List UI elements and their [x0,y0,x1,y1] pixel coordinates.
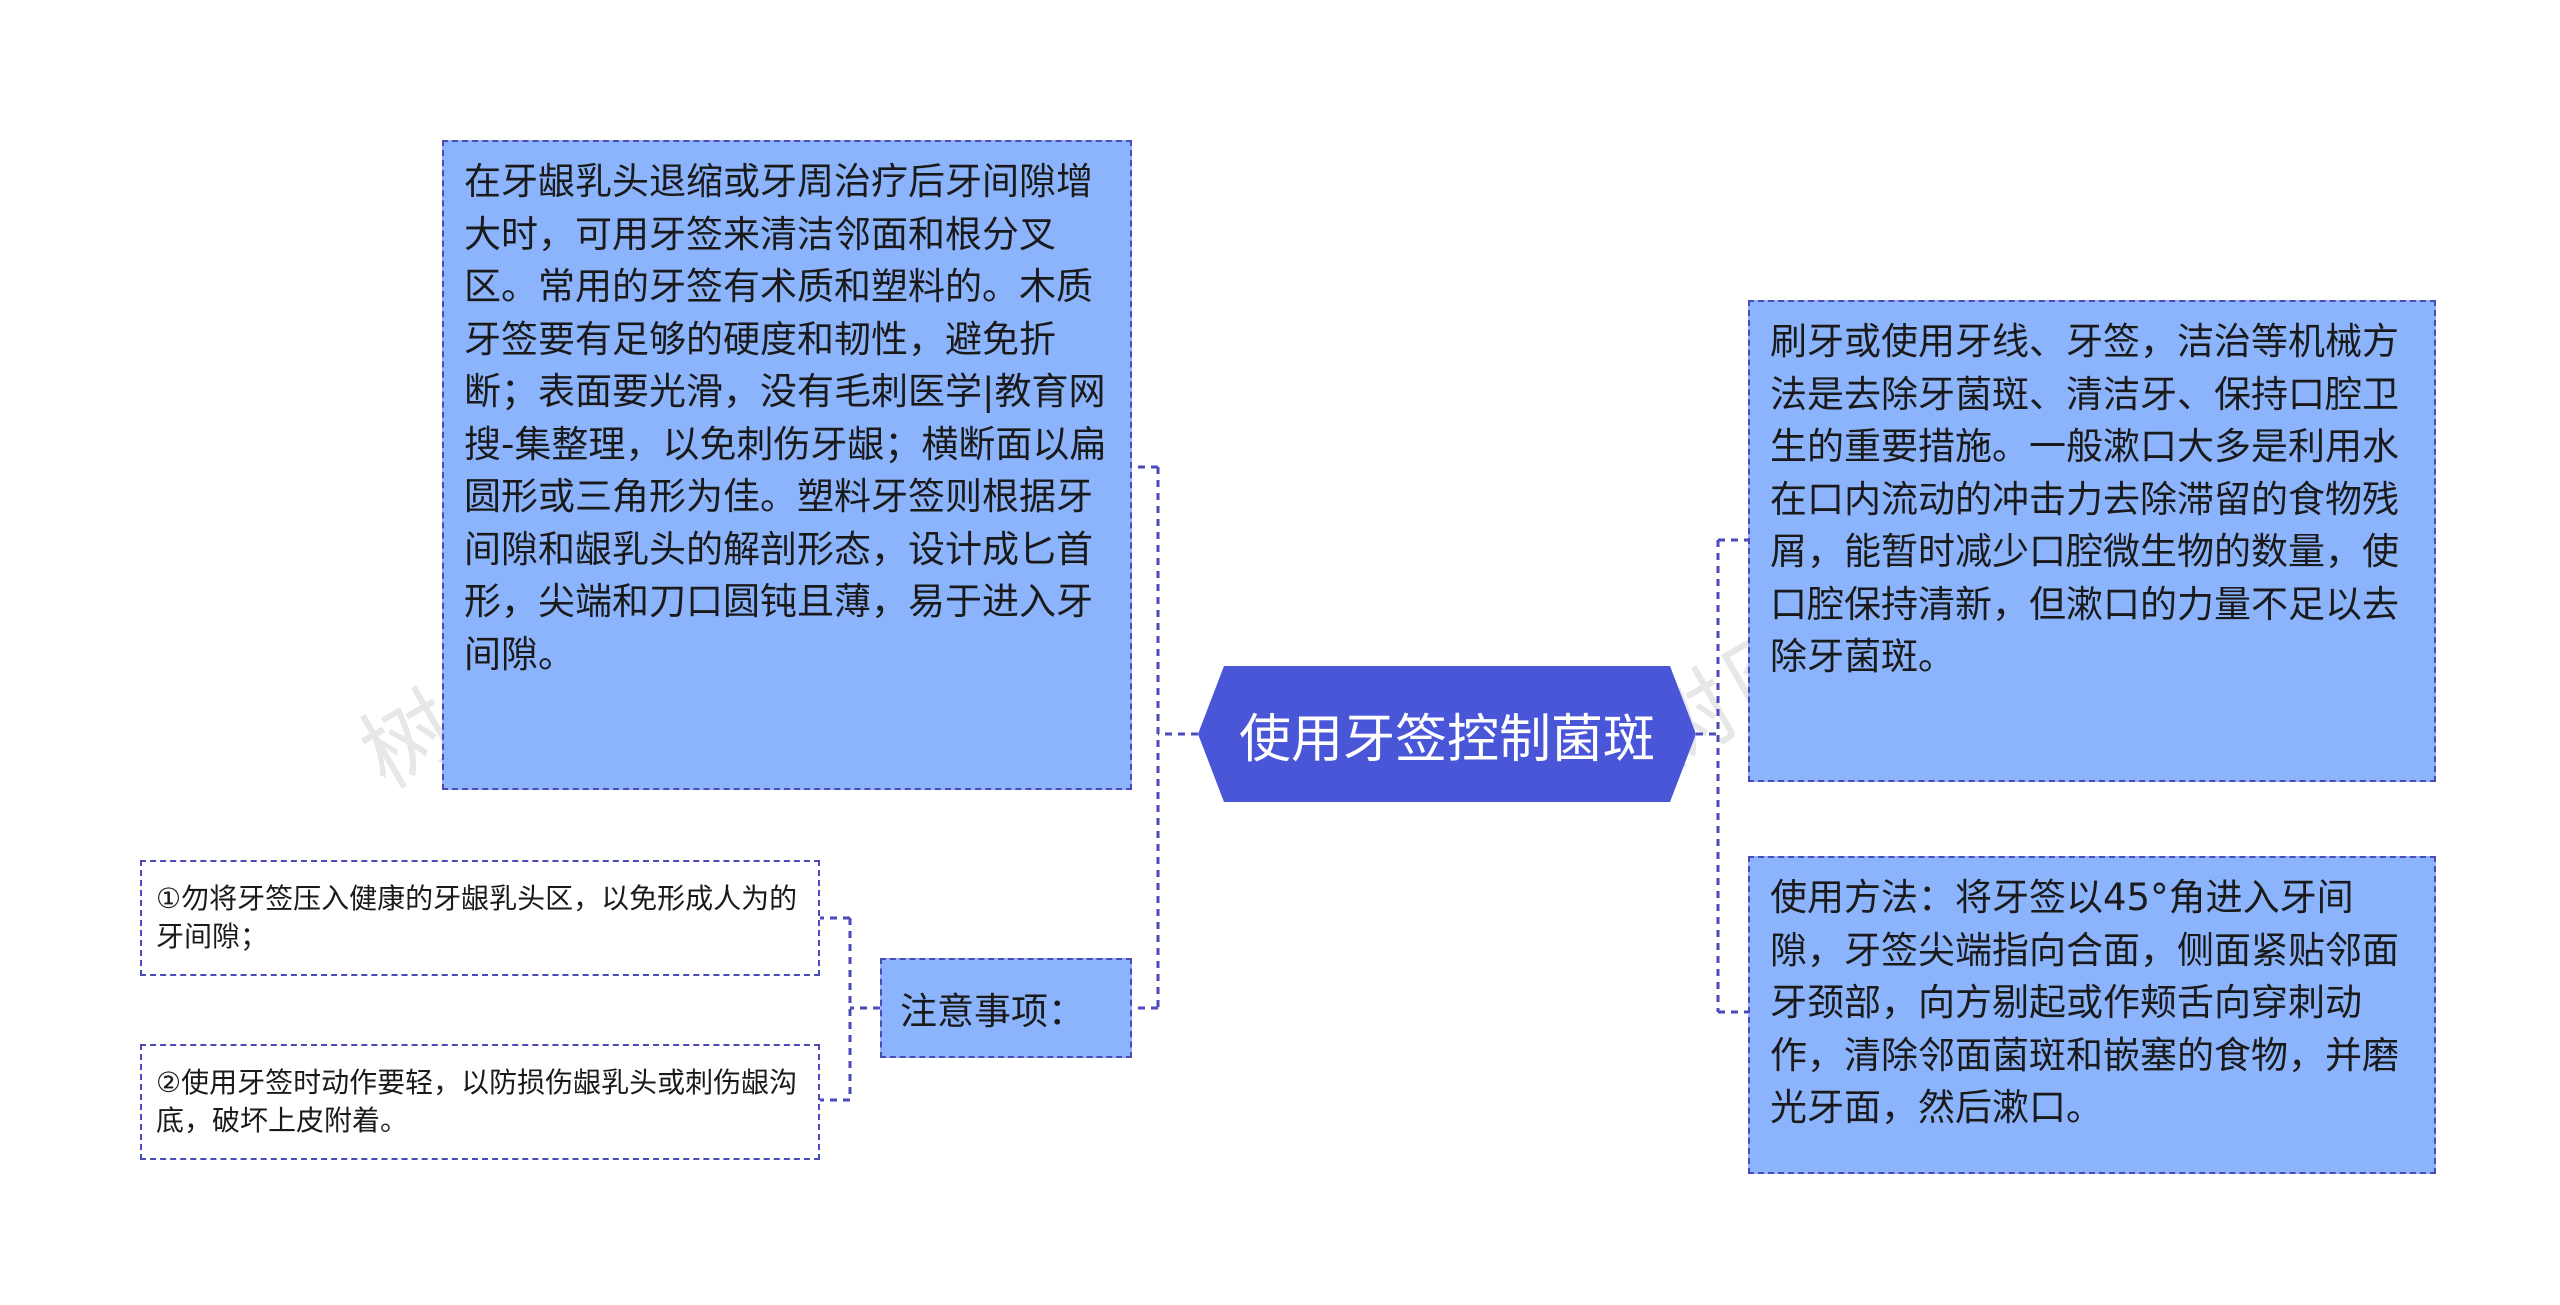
central-topic-text: 使用牙签控制菌斑 [1238,709,1655,770]
node-note-2-text: ②使用牙签时动作要轻，以防损伤龈乳头或刺伤龈沟底，破坏上皮附着。 [156,1066,798,1138]
central-topic[interactable]: 使用牙签控制菌斑 [1198,666,1696,802]
node-note-1[interactable]: ①勿将牙签压入健康的牙龈乳头区，以免形成人为的牙间隙； [140,860,820,976]
node-notes-text: 注意事项： [900,990,1085,1033]
node-left-top-text: 在牙龈乳头退缩或牙周治疗后牙间隙增大时，可用牙签来清洁邻面和根分叉区。常用的牙签… [464,160,1107,676]
node-note-2[interactable]: ②使用牙签时动作要轻，以防损伤龈乳头或刺伤龈沟底，破坏上皮附着。 [140,1044,820,1160]
node-notes[interactable]: 注意事项： [880,958,1132,1058]
node-right-top[interactable]: 刷牙或使用牙线、牙签，洁治等机械方法是去除牙菌斑、清洁牙、保持口腔卫生的重要措施… [1748,300,2436,782]
node-right-bottom-text: 使用方法：将牙签以45°角进入牙间隙，牙签尖端指向合面，侧面紧贴邻面牙颈部，向方… [1770,876,2399,1130]
node-note-1-text: ①勿将牙签压入健康的牙龈乳头区，以免形成人为的牙间隙； [156,882,798,954]
node-right-top-text: 刷牙或使用牙线、牙签，洁治等机械方法是去除牙菌斑、清洁牙、保持口腔卫生的重要措施… [1770,320,2399,679]
node-right-bottom[interactable]: 使用方法：将牙签以45°角进入牙间隙，牙签尖端指向合面，侧面紧贴邻面牙颈部，向方… [1748,856,2436,1174]
connector-notes-trunk [820,916,880,1102]
node-left-top[interactable]: 在牙龈乳头退缩或牙周治疗后牙间隙增大时，可用牙签来清洁邻面和根分叉区。常用的牙签… [442,140,1132,790]
